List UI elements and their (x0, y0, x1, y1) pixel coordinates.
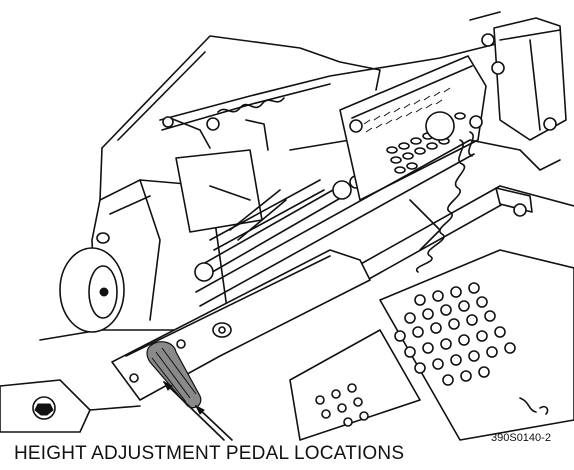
callout-leader-lines (162, 380, 233, 441)
lower-left-bolt (0, 379, 141, 433)
scale-marks (363, 87, 451, 133)
lift-linkage-springs (159, 43, 497, 151)
figure-code: 390S0140-2 (491, 432, 551, 444)
coil-spring (415, 131, 474, 273)
step-plate (289, 249, 574, 441)
step-plate-holes (315, 282, 516, 427)
height-adjustment-rods (194, 175, 363, 282)
deck-roller-wheel (59, 232, 125, 333)
frame-rails (195, 139, 574, 307)
figure-caption: HEIGHT ADJUSTMENT PEDAL LOCATIONS (14, 443, 405, 464)
upper-right-bracket (469, 11, 567, 171)
control-plate (339, 55, 487, 201)
